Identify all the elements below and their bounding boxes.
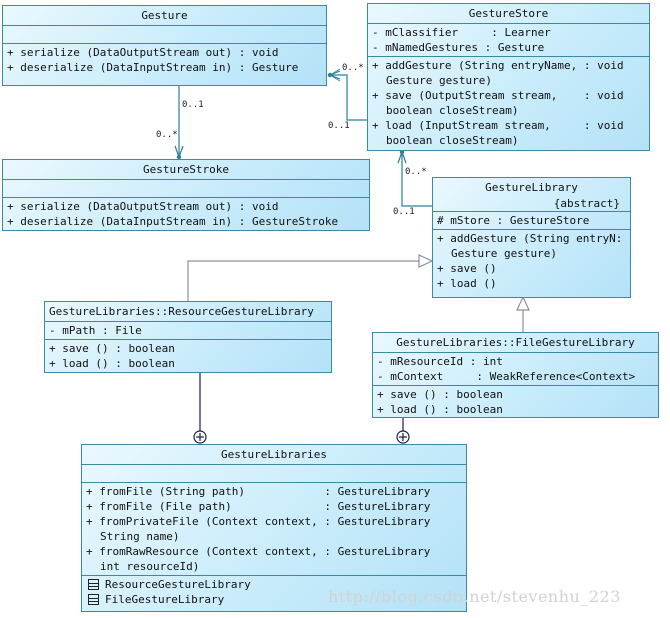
operation: + load () : boolean [377, 403, 503, 416]
association-library-store [397, 149, 432, 207]
class-gesture-libraries[interactable]: GestureLibraries + fromFile (String path… [81, 444, 467, 612]
operation-continuation: boolean closeStream) [386, 104, 519, 117]
nested-class-item[interactable]: FileGestureLibrary [86, 592, 462, 607]
operation: + serialize (DataOutputStream out) : voi… [7, 46, 279, 59]
operations-section: + addGesture (String entryName, : void G… [368, 56, 649, 149]
multiplicity-gesture-stroke-target: 0..* [156, 130, 178, 140]
multiplicity-store-gesture-source: 0..1 [328, 121, 350, 131]
operations-section: + addGesture (String entryN: Gesture ges… [433, 229, 630, 292]
attributes-section: # mStore : GestureStore [433, 211, 630, 229]
attributes-section [3, 179, 369, 197]
operation: + deserialize (DataInputStream in) : Ges… [7, 215, 339, 228]
operation-continuation: Gesture gesture) [386, 74, 492, 87]
nested-class-item[interactable]: ResourceGestureLibrary [86, 577, 462, 592]
nested-class-label: FileGestureLibrary [105, 593, 225, 606]
class-gesture-stroke[interactable]: GestureStroke + serialize (DataOutputStr… [2, 159, 370, 231]
operations-section: + save () : boolean + load () : boolean [45, 339, 331, 372]
multiplicity-gesture-stroke-source: 0..1 [182, 100, 204, 110]
operation: + load (InputStream stream, : void [372, 119, 624, 132]
nested-class-icon [88, 579, 99, 590]
nested-classes-section: ResourceGestureLibrary FileGestureLibrar… [82, 575, 466, 608]
class-name: GestureStore [468, 7, 549, 20]
class-gesture-store[interactable]: GestureStore - mClassifier : Learner - m… [367, 3, 650, 151]
operation: + fromRawResource (Context context, : Ge… [86, 545, 431, 558]
operation: + fromPrivateFile (Context context, : Ge… [86, 515, 431, 528]
operation-continuation: String name) [100, 530, 180, 543]
attribute: - mContext : WeakReference<Context> [377, 370, 636, 383]
operation: + save () : boolean [377, 388, 503, 401]
attribute: - mResourceId : int [377, 355, 503, 368]
operation: + save () [437, 262, 497, 275]
operation-continuation: Gesture gesture) [451, 247, 557, 260]
operation: + addGesture (String entryName, : void [372, 59, 624, 72]
generalization-resource-library [187, 254, 434, 301]
operation: + save (OutputStream stream, : void [372, 89, 624, 102]
operation: + fromFile (File path) : GestureLibrary [86, 500, 431, 513]
operation: + addGesture (String entryN: [437, 232, 623, 245]
operation: + save () : boolean [49, 342, 175, 355]
multiplicity-store-gesture-target: 0..* [342, 63, 364, 73]
class-gesture[interactable]: Gesture + serialize (DataOutputStream ou… [2, 5, 327, 86]
class-name: GestureLibrary [485, 181, 578, 194]
class-name: Gesture [141, 9, 188, 22]
generalization-file-library [516, 295, 530, 332]
association-store-gesture [327, 68, 367, 121]
attribute: - mPath : File [49, 324, 142, 337]
operation-continuation: boolean closeStream) [386, 134, 519, 147]
nesting-file-library [396, 417, 410, 444]
operation-continuation: int resourceId) [100, 560, 200, 573]
class-name: GestureStroke [142, 163, 230, 176]
class-resource-gesture-library[interactable]: GestureLibraries::ResourceGestureLibrary… [44, 301, 332, 373]
class-file-gesture-library[interactable]: GestureLibraries::FileGestureLibrary - m… [372, 332, 659, 418]
association-gesture-stroke [174, 85, 184, 160]
watermark: http://blog.csdn.net/stevenhu_223 [328, 587, 621, 606]
attributes-section: - mResourceId : int - mContext : WeakRef… [373, 352, 658, 385]
class-name: GestureLibraries [221, 448, 327, 461]
operations-section: + serialize (DataOutputStream out) : voi… [3, 197, 369, 230]
operations-section: + fromFile (String path) : GestureLibrar… [82, 482, 466, 575]
attributes-section: - mClassifier : Learner - mNamedGestures… [368, 23, 649, 56]
nested-class-icon [88, 594, 99, 605]
attributes-section [3, 25, 326, 43]
nested-class-label: ResourceGestureLibrary [105, 578, 251, 591]
class-name: GestureLibraries::ResourceGestureLibrary [49, 305, 314, 318]
attributes-section: - mPath : File [45, 321, 331, 339]
operations-section: + save () : boolean + load () : boolean [373, 385, 658, 418]
class-name: GestureLibraries::FileGestureLibrary [396, 336, 635, 349]
multiplicity-library-store-source: 0..1 [393, 207, 415, 217]
attributes-section [82, 464, 466, 482]
operation: + deserialize (DataInputStream in) : Ges… [7, 61, 299, 74]
class-gesture-library[interactable]: GestureLibrary {abstract} # mStore : Ges… [432, 177, 631, 298]
operation: + load () : boolean [49, 357, 175, 370]
multiplicity-library-store-target: 0..* [405, 167, 427, 177]
operation: + fromFile (String path) : GestureLibrar… [86, 485, 431, 498]
attribute: - mNamedGestures : Gesture [372, 41, 545, 54]
attribute: - mClassifier : Learner [372, 26, 551, 39]
nesting-resource-library [193, 372, 207, 444]
class-stereotype: {abstract} [553, 197, 620, 210]
attribute: # mStore : GestureStore [437, 214, 590, 227]
class-header: GestureLibrary {abstract} [433, 178, 630, 211]
operation: + load () [437, 277, 497, 290]
operation: + serialize (DataOutputStream out) : voi… [7, 200, 279, 213]
operations-section: + serialize (DataOutputStream out) : voi… [3, 43, 326, 76]
